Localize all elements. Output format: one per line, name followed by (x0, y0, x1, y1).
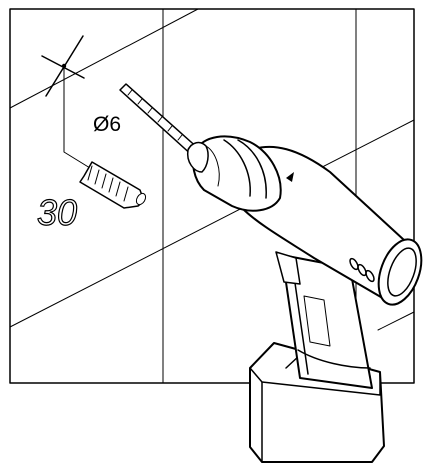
wall-mark-cross-icon (41, 35, 85, 97)
wall-plug-icon (79, 161, 147, 209)
depth-label: 30 (37, 192, 77, 233)
drill-diameter-label: Ø6 (93, 113, 121, 136)
cordless-drill-icon (186, 135, 423, 463)
leader-line (63, 65, 91, 169)
drill-bit-icon (119, 83, 201, 158)
